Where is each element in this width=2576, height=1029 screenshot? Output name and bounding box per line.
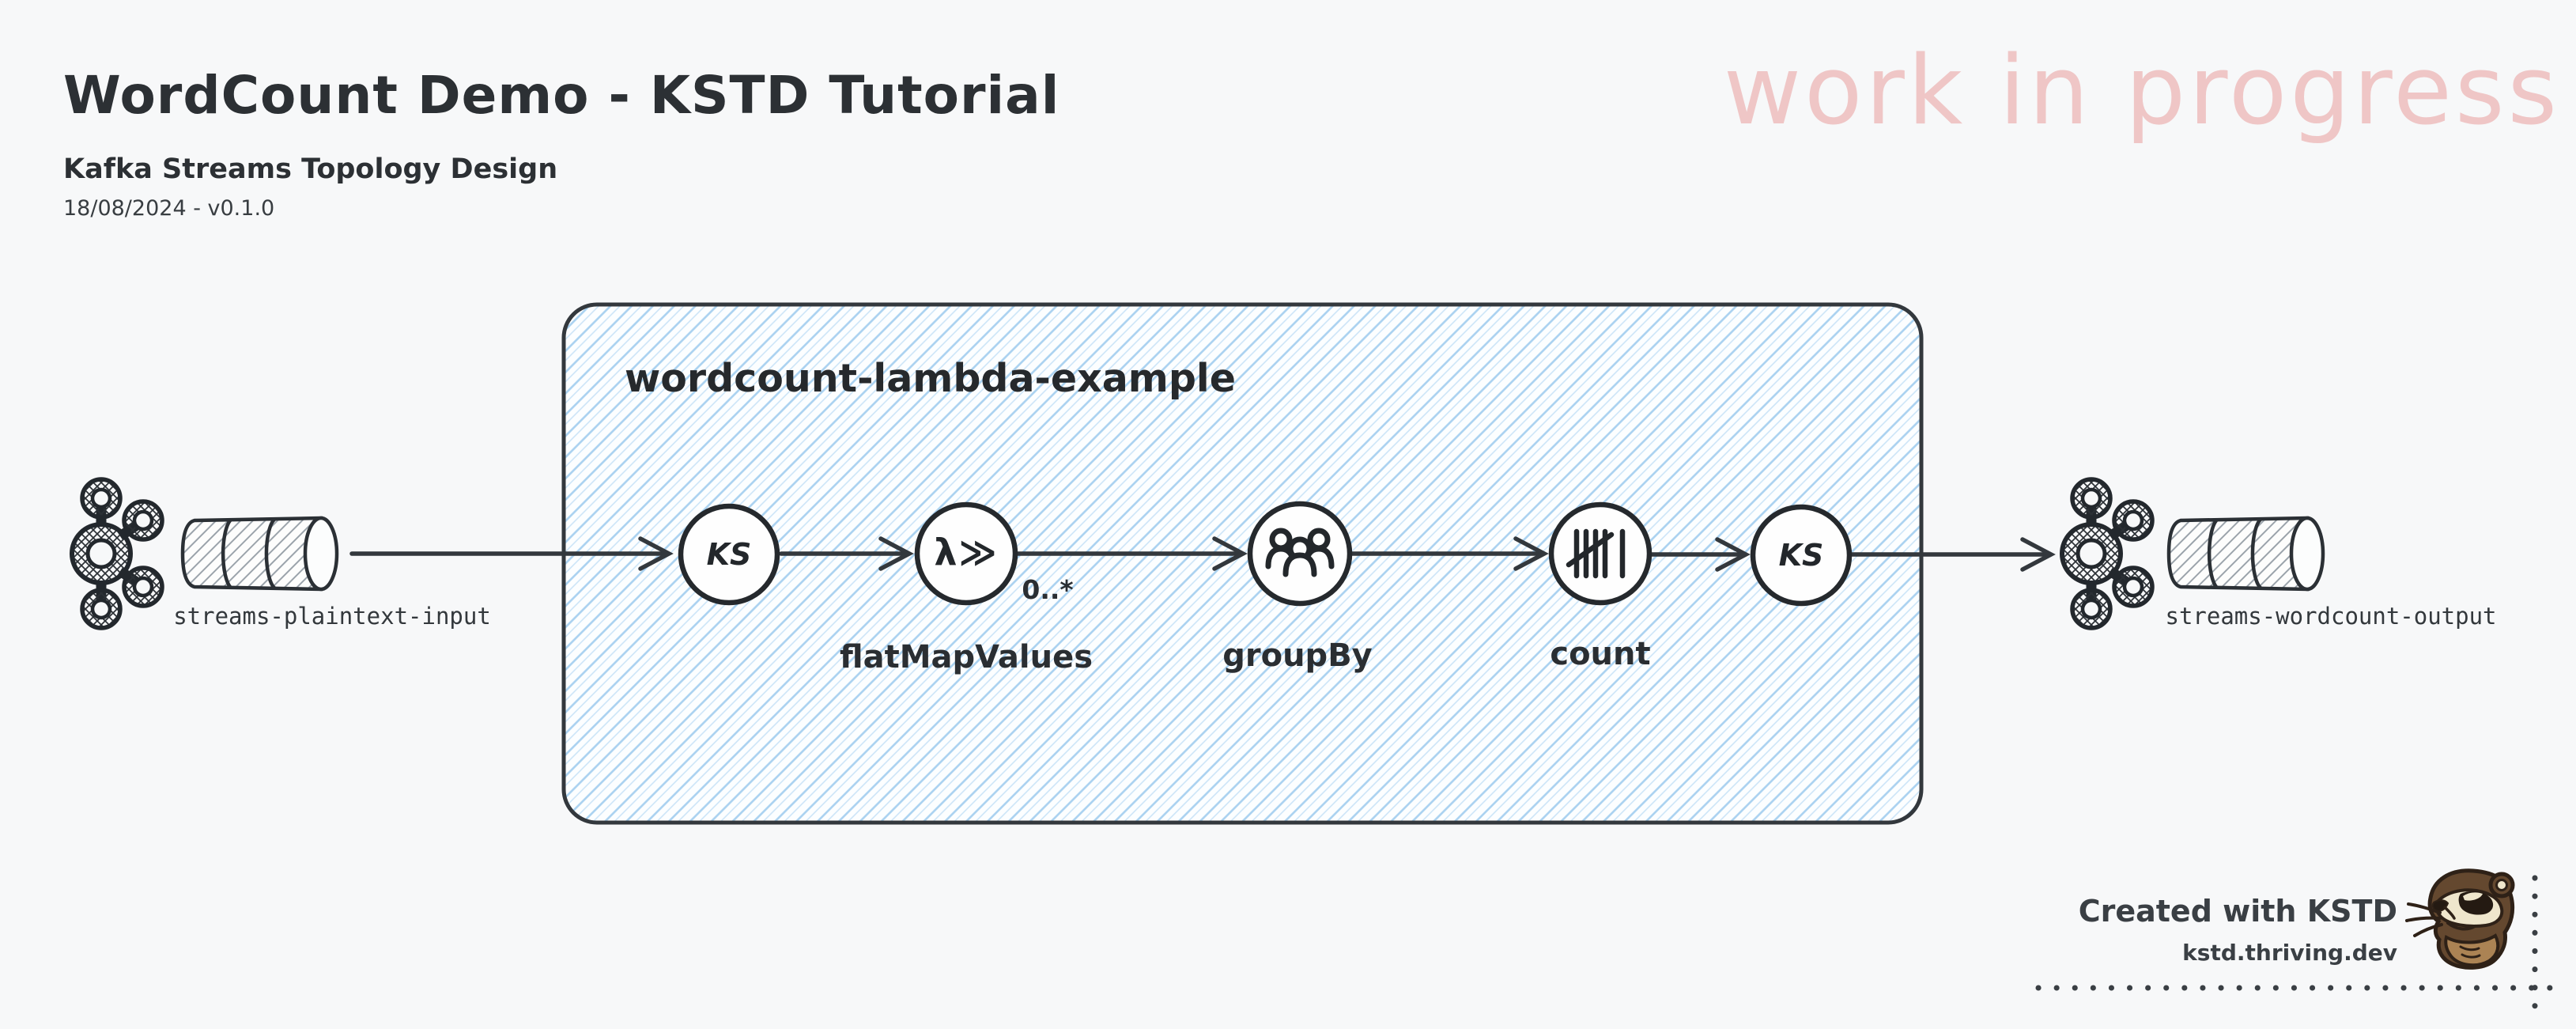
otter-whiskers [2405,902,2443,937]
node-flatmapvalues [914,501,1018,606]
footer-dotted-border [2035,875,2568,1022]
footer-url: kstd.thriving.dev [2182,940,2397,966]
topic-cylinder-input [183,518,337,589]
work-in-progress-watermark: work in progress [1723,36,2560,146]
tally-marks-icon [1566,528,1626,579]
page-subtitle: Kafka Streams Topology Design [63,153,558,185]
kafka-logo-icon-output [2062,479,2152,628]
lambda-icon: λ≫ [934,530,999,573]
output-topic-label: streams-wordcount-output [2165,603,2497,630]
version-line: 18/08/2024 - v0.1.0 [63,196,275,221]
sink-stream-icon: KS [1778,538,1824,573]
footer-credit: Created with KSTD [2078,894,2397,929]
otter-mascot-logo [2405,868,2515,970]
node-count [1548,501,1652,606]
node-sink-stream [1750,504,1853,607]
node-label-groupby: groupBy [1222,637,1373,674]
group-people-icon [1265,528,1335,577]
node-label-count: count [1550,636,1651,672]
page-title: WordCount Demo - KSTD Tutorial [63,65,1060,126]
topology-edges [349,536,2056,572]
topic-cylinder-output [2169,518,2323,589]
edge-cardinality-label: 0..* [1022,574,1074,605]
kafka-logo-icon-input [72,479,162,628]
subtopology-label: wordcount-lambda-example [625,356,1236,401]
subtopology-box [561,302,1924,825]
source-stream-icon: KS [706,537,752,572]
node-source-stream [678,503,780,606]
input-topic-label: streams-plaintext-input [173,603,491,630]
node-label-flatmapvalues: flatMapValues [839,639,1093,675]
